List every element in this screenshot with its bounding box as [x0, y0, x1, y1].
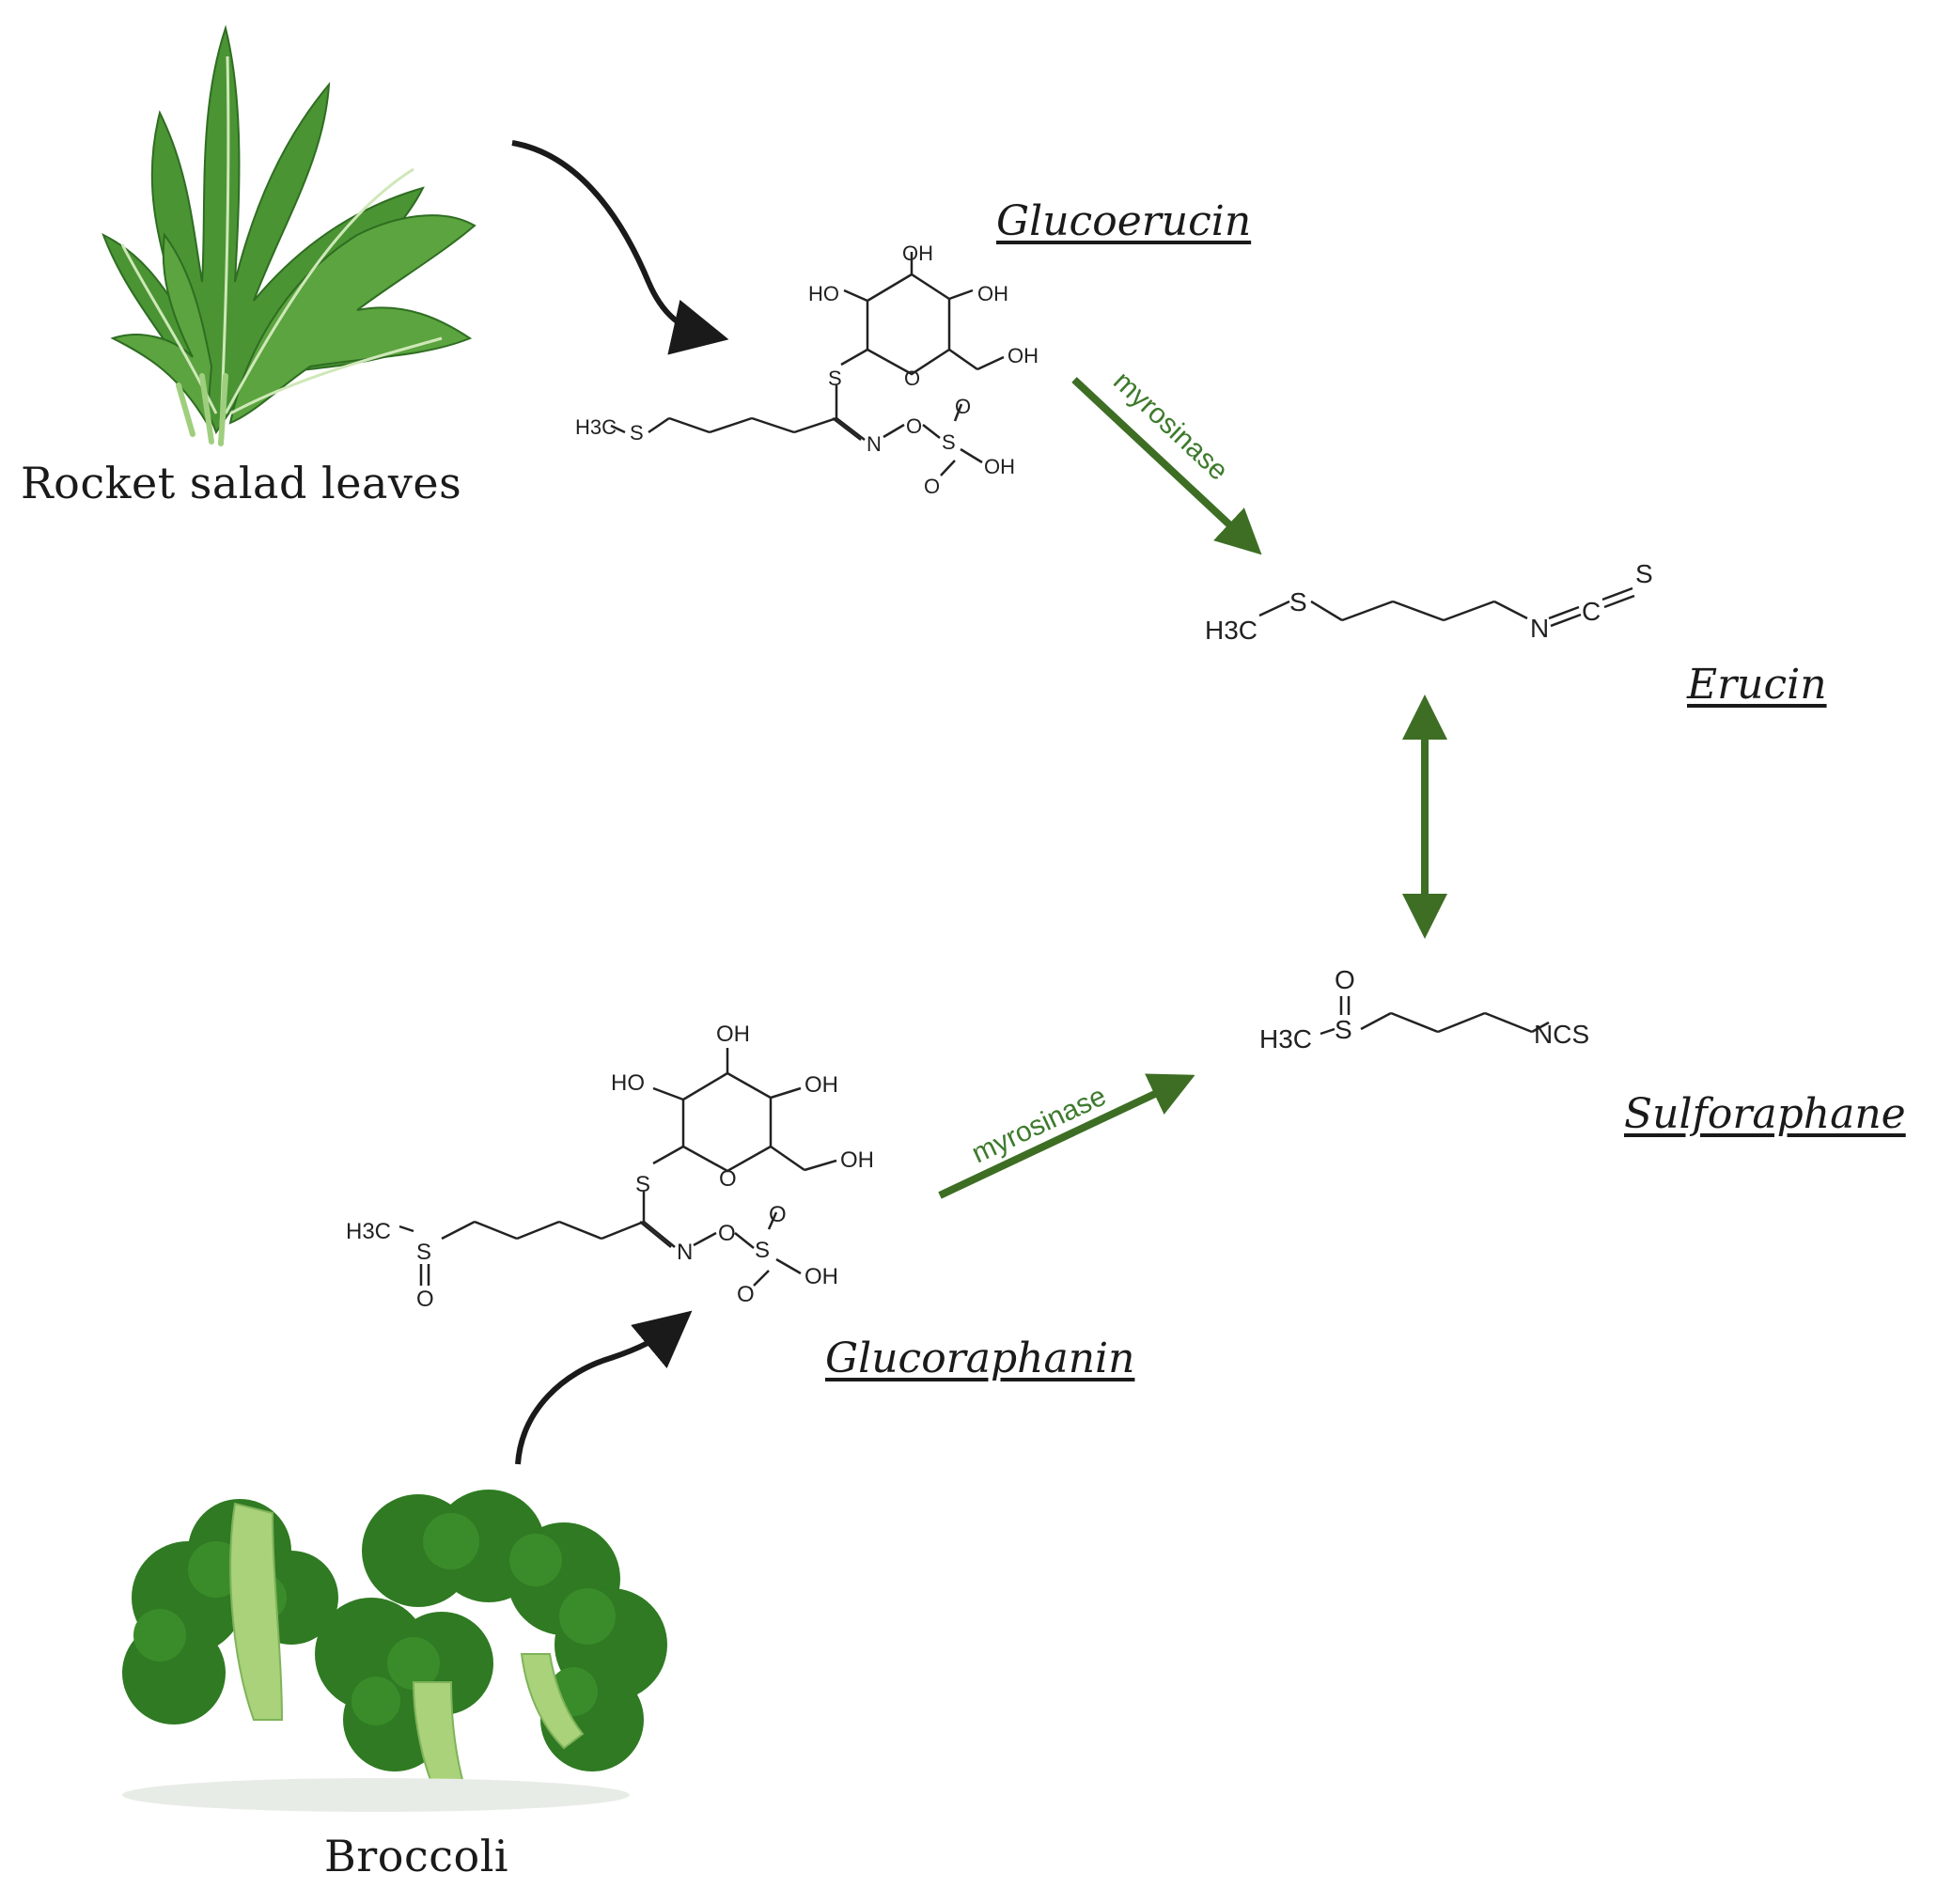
svg-text:OH: OH — [804, 1072, 838, 1098]
svg-text:O: O — [737, 1282, 755, 1307]
svg-text:N: N — [677, 1240, 693, 1265]
svg-text:O: O — [924, 475, 940, 498]
svg-text:S: S — [630, 421, 644, 445]
svg-text:O: O — [906, 414, 922, 438]
svg-text:H3C: H3C — [1205, 616, 1257, 645]
svg-text:S: S — [1335, 1015, 1352, 1044]
svg-text:S: S — [828, 367, 842, 390]
svg-text:OH: OH — [1008, 344, 1039, 367]
glucoraphanin-to-sulforaphane-arrow — [938, 1073, 1195, 1199]
svg-text:H3C: H3C — [1259, 1024, 1312, 1053]
svg-text:N: N — [867, 432, 882, 456]
svg-text:OH: OH — [840, 1147, 874, 1173]
svg-text:OH: OH — [984, 455, 1015, 478]
svg-text:H3C: H3C — [346, 1219, 391, 1244]
svg-text:NCS: NCS — [1534, 1020, 1589, 1049]
erucin-name: Erucin — [1687, 661, 1827, 709]
broccoli-image — [122, 1490, 667, 1812]
broccoli-to-glucoraphanin-arrow — [515, 1310, 693, 1465]
rocket-salad-leaves-image — [102, 24, 476, 446]
svg-text:S: S — [635, 1172, 650, 1197]
sulforaphane-structure: H3C S O NCS — [1259, 965, 1589, 1053]
svg-text:O: O — [719, 1166, 737, 1192]
sulforaphane-name: Sulforaphane — [1624, 1090, 1906, 1138]
svg-text:S: S — [755, 1238, 770, 1263]
glucoerucin-structure: OH HO OH OH O S N O S O O OH S H3C — [575, 242, 1039, 498]
svg-text:O: O — [1335, 965, 1355, 994]
glucoerucin-to-erucin-arrow — [1071, 377, 1262, 555]
broccoli-label: Broccoli — [324, 1831, 509, 1881]
svg-text:C: C — [1582, 597, 1601, 626]
glucoerucin-name: Glucoerucin — [996, 197, 1252, 245]
rocket-salad-leaves-label: Rocket salad leaves — [21, 458, 462, 508]
svg-text:O: O — [769, 1202, 787, 1227]
svg-text:O: O — [955, 395, 971, 418]
erucin-structure: H3C S N C S — [1205, 559, 1653, 645]
svg-text:N: N — [1530, 614, 1549, 643]
svg-text:S: S — [942, 430, 956, 454]
svg-text:H3C: H3C — [575, 415, 617, 439]
svg-text:OH: OH — [902, 242, 933, 265]
svg-text:HO: HO — [611, 1070, 645, 1096]
svg-text:OH: OH — [977, 282, 1008, 305]
svg-text:S: S — [1289, 587, 1307, 616]
svg-text:O: O — [718, 1221, 736, 1246]
svg-text:OH: OH — [716, 1022, 750, 1047]
svg-text:O: O — [904, 367, 920, 390]
rocket-to-glucoerucin-arrow — [511, 140, 729, 355]
svg-text:S: S — [416, 1240, 431, 1265]
svg-text:HO: HO — [808, 282, 839, 305]
svg-text:OH: OH — [804, 1264, 838, 1289]
svg-text:S: S — [1635, 559, 1653, 588]
glucoraphanin-structure: OH HO OH OH O S N O S O O OH S O H3C — [346, 1022, 874, 1312]
svg-text:O: O — [416, 1287, 434, 1312]
glucoraphanin-name: Glucoraphanin — [825, 1334, 1135, 1382]
